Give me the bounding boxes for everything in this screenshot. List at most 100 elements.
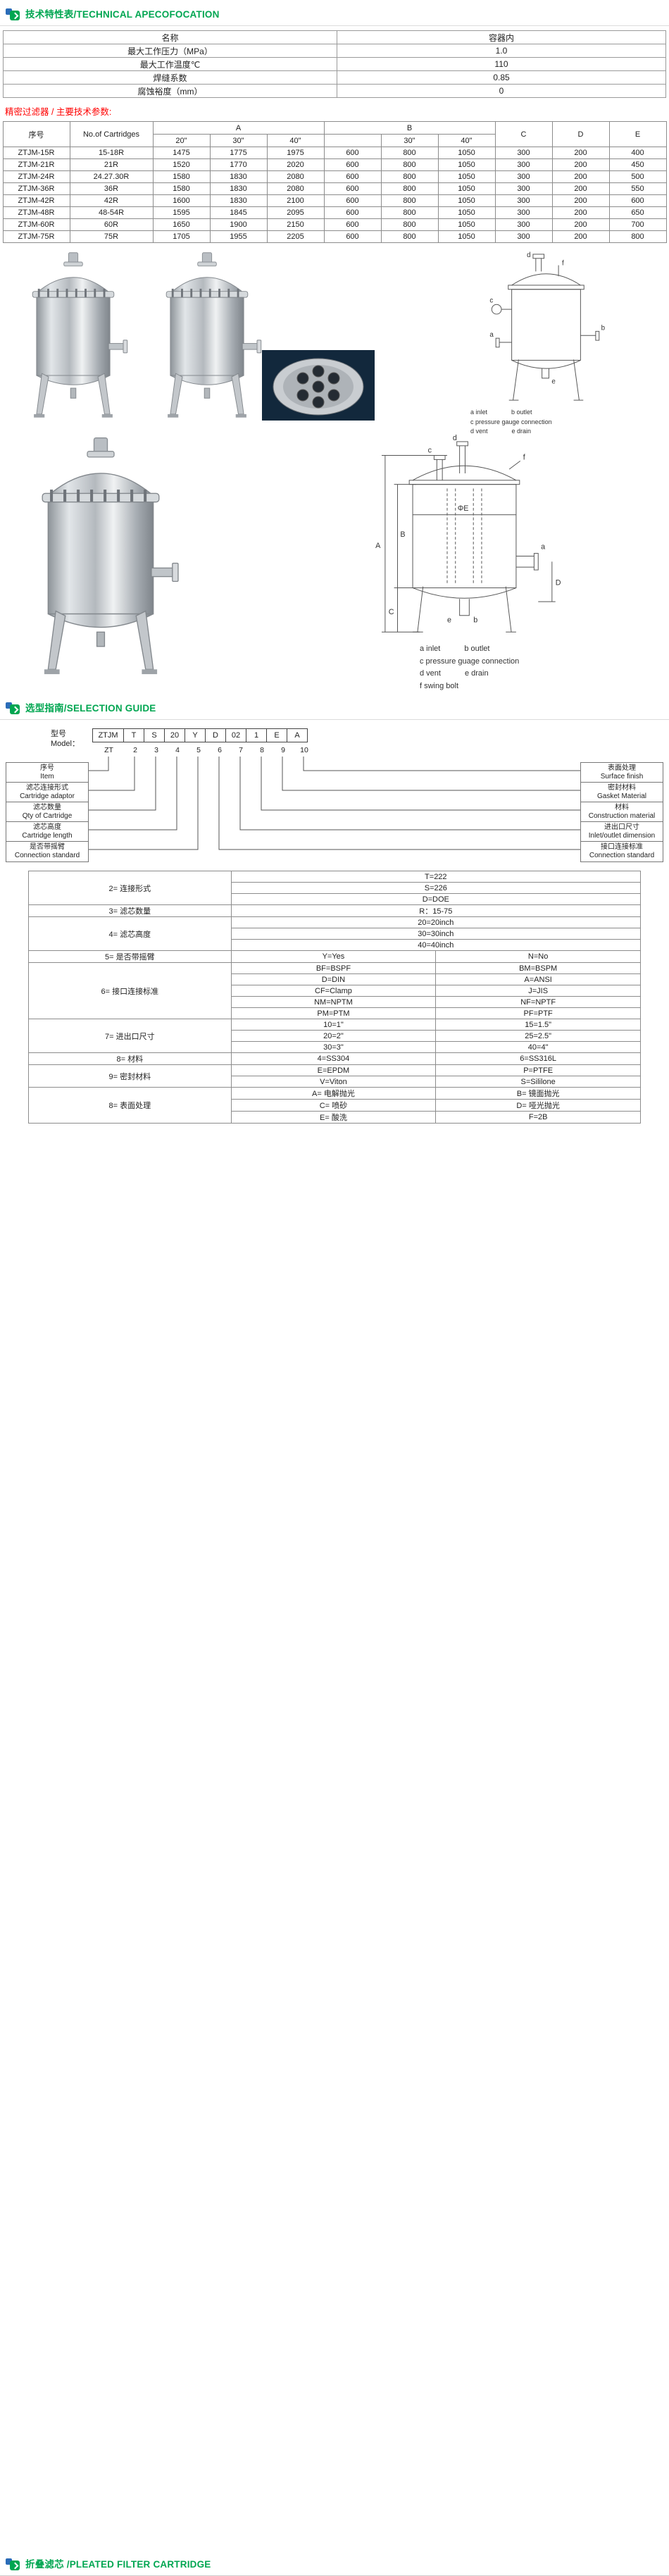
cell: ZTJM-48R xyxy=(2,206,70,219)
cell: E= 酸洗 xyxy=(230,1111,437,1124)
caption-line: e drain xyxy=(464,669,489,678)
cell: D= 哑光抛光 xyxy=(435,1099,641,1112)
cell: 1975 xyxy=(266,147,325,159)
pleated-cartridge-title: 折叠滤芯 /PLEATED FILTER CARTRIDGE xyxy=(25,2559,211,2570)
model-code-box: T xyxy=(123,728,144,742)
dim-label: A xyxy=(375,542,381,550)
main-parameters-label: 精密过滤器 / 主要技术参数: xyxy=(5,107,112,117)
drawing-label: e xyxy=(551,378,555,386)
cell: 1050 xyxy=(437,194,496,207)
label-cn: 密封材料 xyxy=(608,784,636,792)
product-photos-row2: A B C D ΦE c d f a b e a inlet b outlet … xyxy=(0,432,669,694)
cell: 800 xyxy=(380,218,439,231)
diagram-label-connection-standard: 接口连接标准 Connection standard xyxy=(580,841,663,862)
column-header xyxy=(323,134,382,147)
cell: 650 xyxy=(608,206,667,219)
drawing-label: f xyxy=(562,260,564,268)
diagram-label-cartridge-adaptor: 滤芯连接形式 Cartridge adaptor xyxy=(6,782,89,803)
cell: 1050 xyxy=(437,230,496,243)
label-cn: 滤芯连接形式 xyxy=(26,784,68,792)
cell: 1600 xyxy=(152,194,211,207)
cell: 6=SS316L xyxy=(435,1052,641,1065)
selection-code-table: 2= 连接形式 T=222 S=226 D=DOE 3= 滤芯数量 R：15-7… xyxy=(28,871,642,1124)
cell: 800 xyxy=(380,182,439,195)
cell: D=DIN xyxy=(230,973,437,985)
cell: 700 xyxy=(608,218,667,231)
table-row: 序号 No.of Cartridges A B C D E xyxy=(2,121,667,147)
label-en: Item xyxy=(40,773,54,780)
code-index: 10 xyxy=(300,746,308,754)
label-en: Connection standard xyxy=(14,852,80,859)
column-header: 40" xyxy=(266,134,325,147)
cell: 1900 xyxy=(209,218,268,231)
code-index: 5 xyxy=(196,746,201,754)
cell: NM=NPTM xyxy=(230,996,437,1008)
cell: 0 xyxy=(337,84,666,98)
model-code-box: 1 xyxy=(246,728,267,742)
label-en: Qty of Cartridge xyxy=(22,812,73,820)
cell: 450 xyxy=(608,158,667,171)
label-cn: 表面处理 xyxy=(608,764,636,772)
cell: N=No xyxy=(435,950,641,963)
label-en: Cartridge length xyxy=(22,832,73,840)
filter-housing-photo xyxy=(10,250,137,426)
dim-label: B xyxy=(400,530,405,539)
caption-line: b outlet xyxy=(511,409,532,416)
tech-section-title: 技术特性表/TECHNICAL APECOFOCATION xyxy=(25,9,220,20)
drawing-label: a xyxy=(541,543,545,552)
cell: 300 xyxy=(494,194,553,207)
drawing-label: a xyxy=(489,331,494,339)
caption-line: a inlet xyxy=(420,645,441,653)
code-index: 9 xyxy=(281,746,285,754)
model-code-box: E xyxy=(266,728,287,742)
column-header: 名称 xyxy=(3,30,337,44)
cell: C= 喷砂 xyxy=(230,1099,437,1112)
cell: 2080 xyxy=(266,170,325,183)
table-row: 焊缝系数 0.85 xyxy=(3,70,666,85)
cell: 1050 xyxy=(437,206,496,219)
table-row: 最大工作温度℃ 110 xyxy=(3,57,666,71)
cell: ZTJM-75R xyxy=(2,230,70,243)
label-cn: 材料 xyxy=(615,804,629,811)
drawing-label: b xyxy=(473,616,477,625)
cell: 1050 xyxy=(437,218,496,231)
cell: 1845 xyxy=(209,206,268,219)
cell: 腐蚀裕度（mm） xyxy=(3,84,337,98)
cell: 1050 xyxy=(437,158,496,171)
table-row: 5= 是否带摇臂 Y=Yes N=No xyxy=(28,950,641,963)
cell: B= 镜面抛光 xyxy=(435,1087,641,1100)
cell: 200 xyxy=(551,170,610,183)
cell: 500 xyxy=(608,170,667,183)
cell: 600 xyxy=(323,147,382,159)
cell: 200 xyxy=(551,194,610,207)
cell: 1050 xyxy=(437,147,496,159)
dim-label: C xyxy=(389,608,394,616)
cell: 最大工作温度℃ xyxy=(3,57,337,71)
cell: 800 xyxy=(380,206,439,219)
cell: 最大工作压力（MPa） xyxy=(3,44,337,58)
cell: 200 xyxy=(551,206,610,219)
cell: 300 xyxy=(494,230,553,243)
cell: 焊缝系数 xyxy=(3,70,337,85)
column-header: B xyxy=(323,121,496,135)
vessel-properties-table: 名称 容器内 最大工作压力（MPa） 1.0 最大工作温度℃ 110 焊缝系数 … xyxy=(3,30,666,98)
cell: ZTJM-24R xyxy=(2,170,70,183)
model-code-box: 20 xyxy=(164,728,185,742)
cell: 40=40inch xyxy=(230,939,642,951)
diagram-label-material: 材料 Construction material xyxy=(580,802,663,823)
dimension-drawing: A B C D ΦE c d f a b e xyxy=(375,434,561,633)
cell: 300 xyxy=(494,147,553,159)
table-row: C= 喷砂 D= 哑光抛光 xyxy=(29,1099,641,1112)
column-header: No.of Cartridges xyxy=(69,121,154,147)
cell: 1.0 xyxy=(337,44,666,58)
drawing-label: c xyxy=(489,297,493,304)
cell: 40=4" xyxy=(435,1041,641,1053)
cell: 1650 xyxy=(152,218,211,231)
label-cn: 接口连接标准 xyxy=(601,843,643,851)
cell: 1520 xyxy=(152,158,211,171)
cell: 1580 xyxy=(152,182,211,195)
